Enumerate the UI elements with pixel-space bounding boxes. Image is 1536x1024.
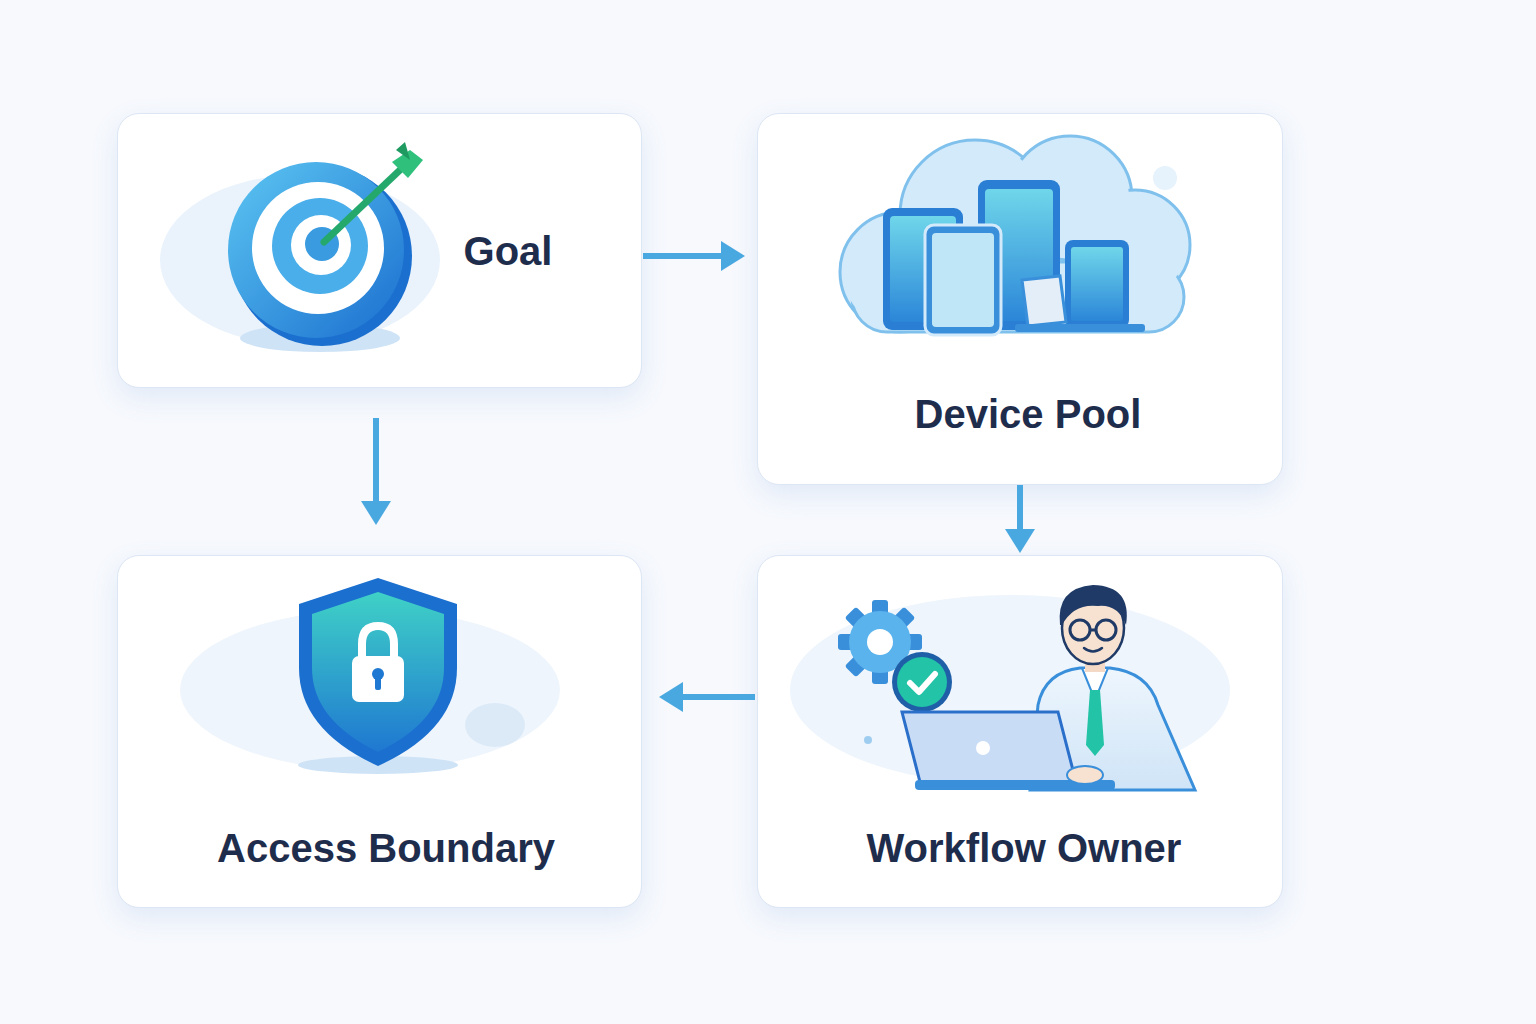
person-tie [1086, 690, 1104, 756]
laptop-base [915, 780, 1115, 790]
arrow-head [1005, 529, 1035, 553]
arrow-head [659, 682, 683, 712]
target-shadow [240, 324, 400, 352]
laptop-logo [976, 741, 990, 755]
flow-arrow [643, 241, 745, 271]
cloud-puff [840, 212, 960, 332]
gear-hole [867, 629, 893, 655]
lock-keyhole [372, 668, 384, 680]
person-coat [1030, 668, 1195, 790]
tablet-screen [985, 189, 1053, 321]
target-bullseye [305, 227, 339, 261]
cloud-base [852, 262, 1184, 332]
gear-tooth [845, 607, 916, 678]
gear-tooth [838, 634, 922, 650]
person-hand [1067, 766, 1103, 784]
laptop-screen [902, 712, 1076, 782]
check-mark [910, 674, 935, 692]
tablet-screen [1071, 247, 1123, 321]
cloud-puff [1080, 190, 1190, 300]
soft-blob [160, 175, 440, 345]
node-label: Workflow Owner [784, 823, 1264, 873]
gear-icon [838, 600, 922, 684]
arrow-shaft [681, 694, 755, 700]
target-ring-inner [291, 215, 351, 275]
target-ring-mid [272, 198, 368, 294]
process-box: Workflow Owner [757, 555, 1283, 908]
arrow-shaft [643, 253, 723, 259]
soft-blob [180, 610, 560, 770]
check-badge-rim [892, 652, 952, 712]
arrow-shaft [1017, 485, 1023, 531]
cloud-fill [843, 215, 957, 329]
shield-outer [299, 578, 457, 766]
person-glasses [1090, 629, 1096, 632]
laptop-screen [1022, 276, 1066, 326]
node-label: Access Boundary [146, 823, 626, 873]
target-ring-outer [228, 162, 404, 338]
decor-dot [864, 736, 872, 744]
tablet-device [1065, 240, 1129, 328]
owner-icon [790, 585, 1230, 790]
cloud-fill [855, 265, 1181, 329]
arrow-head [361, 501, 391, 525]
device-cloud-icon [840, 136, 1190, 335]
target-ring-white [252, 182, 384, 314]
flow-arrow [361, 418, 391, 525]
check-badge [897, 657, 947, 707]
shield-lock-icon [180, 578, 560, 774]
node-label: Device Pool [798, 389, 1258, 439]
cloud-dot [1153, 166, 1177, 190]
laptop-base [1015, 324, 1145, 332]
process-box: Access Boundary [117, 555, 642, 908]
tablet-screen [890, 216, 956, 322]
person-glasses [1096, 620, 1116, 640]
gear-body [849, 611, 911, 673]
cloud-fill [1083, 193, 1187, 297]
tablet-device [925, 225, 1001, 335]
tablet-screen [932, 233, 994, 327]
person-smile [1084, 648, 1102, 652]
arrow-head [721, 241, 745, 271]
dart-shaft [324, 170, 400, 242]
tablet-device [978, 180, 1060, 330]
dart-fletching [396, 142, 410, 160]
gear-tooth [872, 600, 888, 684]
cloud-puff [900, 140, 1050, 290]
person-glasses [1070, 620, 1090, 640]
lock-shackle [362, 626, 394, 660]
soft-blob [790, 595, 1230, 785]
process-box: Goal [117, 113, 642, 388]
shield-shadow [298, 756, 458, 774]
lock-body [352, 656, 404, 702]
cloud-puff [1008, 136, 1132, 260]
cloud-fill [903, 143, 1047, 287]
arrow-shaft [373, 418, 379, 503]
dart-fletching [392, 150, 423, 178]
target-icon [160, 142, 440, 352]
gear-tooth [845, 607, 916, 678]
person-hair [1060, 585, 1127, 625]
lock-keyhole [375, 676, 381, 690]
decor-blob [465, 703, 525, 747]
flow-arrow [1005, 485, 1035, 553]
process-box: Device Pool [757, 113, 1283, 485]
cloud-fill [1011, 139, 1129, 257]
person-collar [1082, 668, 1108, 700]
person-head [1062, 592, 1124, 664]
tablet-device [883, 208, 963, 330]
shield-inner [312, 592, 444, 752]
target-rim [232, 166, 412, 346]
node-label: Goal [388, 226, 628, 276]
flow-arrow [659, 682, 755, 712]
person-neck [1085, 650, 1105, 672]
